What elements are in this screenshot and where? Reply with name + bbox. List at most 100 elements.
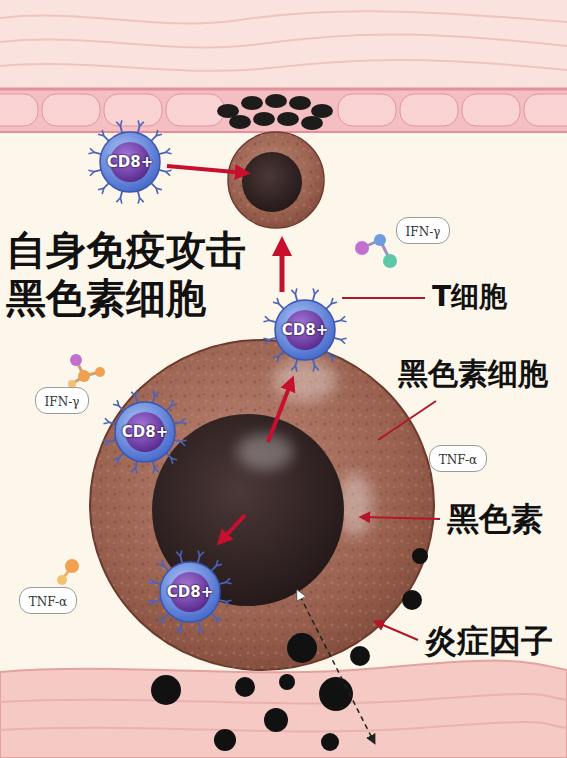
melanin-particle <box>235 677 255 697</box>
receptor <box>171 400 177 406</box>
skin-fiber <box>0 11 567 23</box>
melanin-granule <box>265 94 287 108</box>
attack-arrow <box>268 380 292 442</box>
epidermal-cell <box>400 94 458 126</box>
receptor <box>171 458 177 464</box>
molecule-atom <box>70 354 82 366</box>
cytokine-tag: TNF-α <box>429 445 487 472</box>
receptor <box>116 120 122 126</box>
molecule-atom <box>65 559 79 573</box>
molecule-atom <box>78 370 90 382</box>
melanin-granule <box>311 104 333 118</box>
receptor-group <box>263 288 346 371</box>
melanin-granule <box>289 96 311 110</box>
cytokine-tag: TNF-α <box>19 587 77 614</box>
receptor <box>198 550 204 556</box>
receptor <box>341 338 347 344</box>
receptor <box>226 578 232 584</box>
receptor <box>148 578 154 584</box>
cytokine-label: IFN-γ <box>406 225 441 239</box>
receptor <box>153 390 159 396</box>
receptor <box>158 618 164 624</box>
receptor <box>153 468 159 474</box>
dermis-fiber <box>0 694 567 703</box>
receptor <box>181 418 187 424</box>
receptor <box>181 440 187 446</box>
dermis-layer <box>0 661 567 758</box>
skin-boundary <box>0 88 567 91</box>
melanocyte-small <box>228 132 324 228</box>
receptor <box>158 560 164 566</box>
receptor <box>291 288 297 294</box>
receptor <box>291 366 297 372</box>
receptor-group <box>88 120 171 203</box>
epidermal-cell <box>0 94 38 126</box>
receptor <box>103 418 109 424</box>
melanin-particle <box>287 633 317 663</box>
molecule-atom <box>383 254 397 268</box>
receptor <box>138 120 144 126</box>
melanin-particle <box>350 646 370 666</box>
t-cell: CD8+ <box>109 396 181 468</box>
melanin-granule <box>229 115 251 129</box>
molecule-atom <box>57 575 67 585</box>
attack-arrow <box>167 166 246 173</box>
melanin-particle <box>279 674 295 690</box>
epidermal-cell <box>166 94 224 126</box>
receptor <box>313 288 319 294</box>
receptor <box>198 628 204 634</box>
receptor <box>341 316 347 322</box>
callout-label: T细胞 <box>432 280 507 314</box>
receptor <box>331 356 337 362</box>
cell-marker-label: CD8+ <box>282 321 328 339</box>
melanin-granule <box>241 96 263 110</box>
receptor <box>273 356 279 362</box>
light-patch <box>273 358 337 402</box>
cell-marker-label: CD8+ <box>122 423 168 441</box>
melanin-particle <box>151 675 181 705</box>
receptor <box>98 188 104 194</box>
text-holder: CD8+ <box>109 396 181 468</box>
melanin-granule <box>277 112 299 126</box>
receptor <box>88 148 94 154</box>
cytokine-label: IFN-γ <box>45 395 80 409</box>
receptor <box>176 550 182 556</box>
receptor <box>226 600 232 606</box>
receptor <box>98 130 104 136</box>
molecule-atom <box>374 234 386 246</box>
leader-arrow <box>362 517 440 519</box>
molecule-atom <box>95 367 105 377</box>
receptor <box>156 130 162 136</box>
receptor <box>156 188 162 194</box>
t-cell: CD8+ <box>154 556 226 628</box>
t-cell-body <box>115 402 175 462</box>
melanin-particle <box>321 733 339 751</box>
epidermal-cell <box>104 94 162 126</box>
cytokine-tag: IFN-γ <box>396 217 451 244</box>
receptor <box>166 170 172 176</box>
epidermal-cell <box>338 94 396 126</box>
cell-texture <box>90 340 434 670</box>
t-cell-body <box>275 300 335 360</box>
receptor-group <box>148 550 231 633</box>
leader-line <box>378 401 436 440</box>
receptor <box>263 316 269 322</box>
molecule-atom <box>355 241 369 255</box>
skin-upper-layer <box>0 0 567 92</box>
epidermal-cell <box>524 94 567 126</box>
attack-arrow <box>220 515 245 542</box>
receptor <box>138 198 144 204</box>
attack-arrow <box>280 242 285 292</box>
receptor <box>216 560 222 566</box>
cell-texture <box>228 132 324 228</box>
melanin-granule <box>253 112 275 126</box>
text-holder: CD8+ <box>269 294 341 366</box>
skin-fiber <box>0 35 567 48</box>
receptor <box>263 338 269 344</box>
cell-marker-label: CD8+ <box>107 153 153 171</box>
leader-line <box>342 297 425 299</box>
melanin-particle <box>264 708 288 732</box>
